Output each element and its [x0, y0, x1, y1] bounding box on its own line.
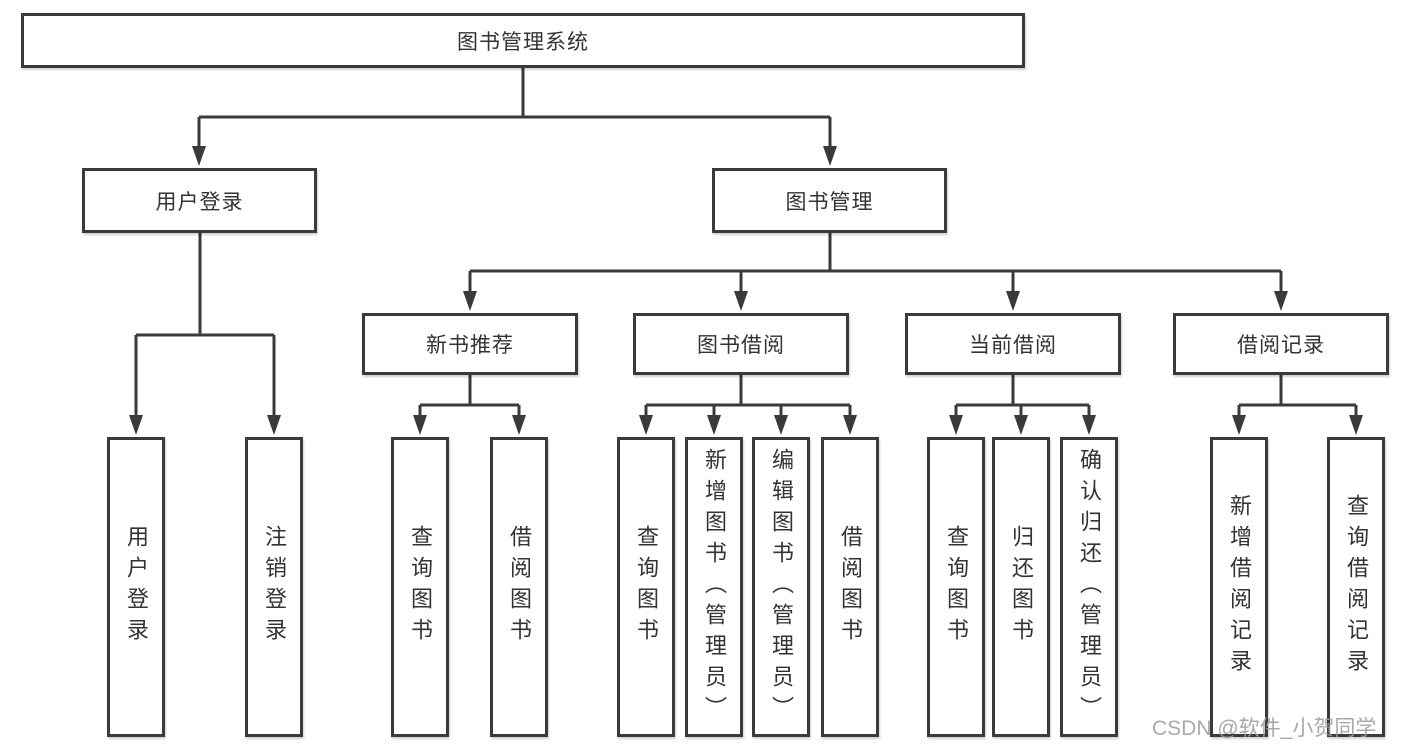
arrow-icon — [463, 291, 477, 311]
arrow-icon — [774, 415, 788, 435]
arrow-icon — [1014, 415, 1028, 435]
node-label: 注销登录 — [262, 525, 287, 649]
arrow-icon — [413, 415, 427, 435]
node-leaf-add-borrow-record: 新增借阅记录 — [1210, 437, 1268, 737]
node-leaf-borrow-books-recommend: 借阅图书 — [490, 437, 548, 737]
node-label: 新书推荐 — [426, 334, 514, 357]
arrow-icon — [639, 415, 653, 435]
node-label: 图书借阅 — [697, 334, 785, 357]
node-leaf-query-books-recommend: 查询图书 — [391, 437, 449, 737]
arrow-icon — [129, 415, 143, 435]
node-leaf-logout: 注销登录 — [245, 437, 303, 737]
arrow-icon — [512, 415, 526, 435]
arrow-icon — [734, 291, 748, 311]
node-leaf-user-login: 用户登录 — [107, 437, 165, 737]
node-leaf-query-books-borrowing: 查询图书 — [617, 437, 675, 737]
node-label: 新增图书（管理员） — [702, 447, 727, 727]
node-book-management: 图书管理 — [712, 168, 947, 233]
node-label: 借阅图书 — [838, 525, 863, 649]
node-label: 图书管理系统 — [457, 30, 589, 54]
arrow-icon — [843, 415, 857, 435]
node-label: 新增借阅记录 — [1227, 494, 1252, 680]
node-label: 图书管理 — [785, 190, 874, 214]
node-borrowing-records: 借阅记录 — [1173, 313, 1389, 375]
connector-current-to-leaves — [954, 375, 1091, 416]
node-library-management-system: 图书管理系统 — [21, 13, 1025, 68]
node-label: 查询图书 — [944, 525, 969, 649]
arrow-icon — [1006, 291, 1020, 311]
node-label: 查询图书 — [408, 525, 433, 649]
arrow-icon — [1232, 415, 1246, 435]
node-label: 确认归还（管理员） — [1077, 447, 1102, 727]
node-label: 查询图书 — [634, 525, 659, 649]
node-label: 用户登录 — [155, 190, 244, 214]
node-label: 用户登录 — [124, 525, 149, 649]
node-label: 查询借阅记录 — [1344, 494, 1369, 680]
node-label: 归还图书 — [1009, 525, 1034, 649]
node-leaf-borrow-books: 借阅图书 — [821, 437, 879, 737]
arrow-icon — [192, 146, 206, 166]
connector-bookmgmt-to-level3 — [468, 233, 1283, 292]
arrow-icon — [1274, 291, 1288, 311]
node-label: 当前借阅 — [969, 334, 1057, 357]
node-leaf-add-books-admin: 新增图书（管理员） — [685, 437, 743, 737]
connector-root-to-level2 — [197, 68, 832, 147]
node-leaf-edit-books-admin: 编辑图书（管理员） — [752, 437, 810, 737]
connector-userlogin-to-leaves — [134, 232, 276, 416]
connector-records-to-leaves — [1237, 375, 1358, 416]
node-new-book-recommendation: 新书推荐 — [362, 313, 578, 375]
node-leaf-confirm-return-admin: 确认归还（管理员） — [1060, 437, 1118, 737]
arrow-icon — [823, 146, 837, 166]
arrow-icon — [707, 415, 721, 435]
node-label: 编辑图书（管理员） — [769, 447, 794, 727]
node-label: 借阅图书 — [507, 525, 532, 649]
csdn-watermark: CSDN @软件_小贺同学 — [1152, 717, 1377, 740]
connector-recommend-to-leaves — [418, 375, 521, 416]
connector-borrowing-to-leaves — [644, 375, 852, 416]
arrow-icon — [267, 415, 281, 435]
node-book-borrowing: 图书借阅 — [633, 313, 849, 375]
node-leaf-query-borrow-record: 查询借阅记录 — [1327, 437, 1385, 737]
arrow-icon — [1349, 415, 1363, 435]
node-label: 借阅记录 — [1237, 334, 1325, 357]
arrow-icon — [1082, 415, 1096, 435]
node-leaf-query-books-current: 查询图书 — [927, 437, 985, 737]
node-current-borrowing: 当前借阅 — [905, 313, 1121, 375]
arrowheads — [129, 146, 1363, 435]
node-user-login: 用户登录 — [82, 168, 317, 233]
arrow-icon — [949, 415, 963, 435]
node-leaf-return-books: 归还图书 — [992, 437, 1050, 737]
